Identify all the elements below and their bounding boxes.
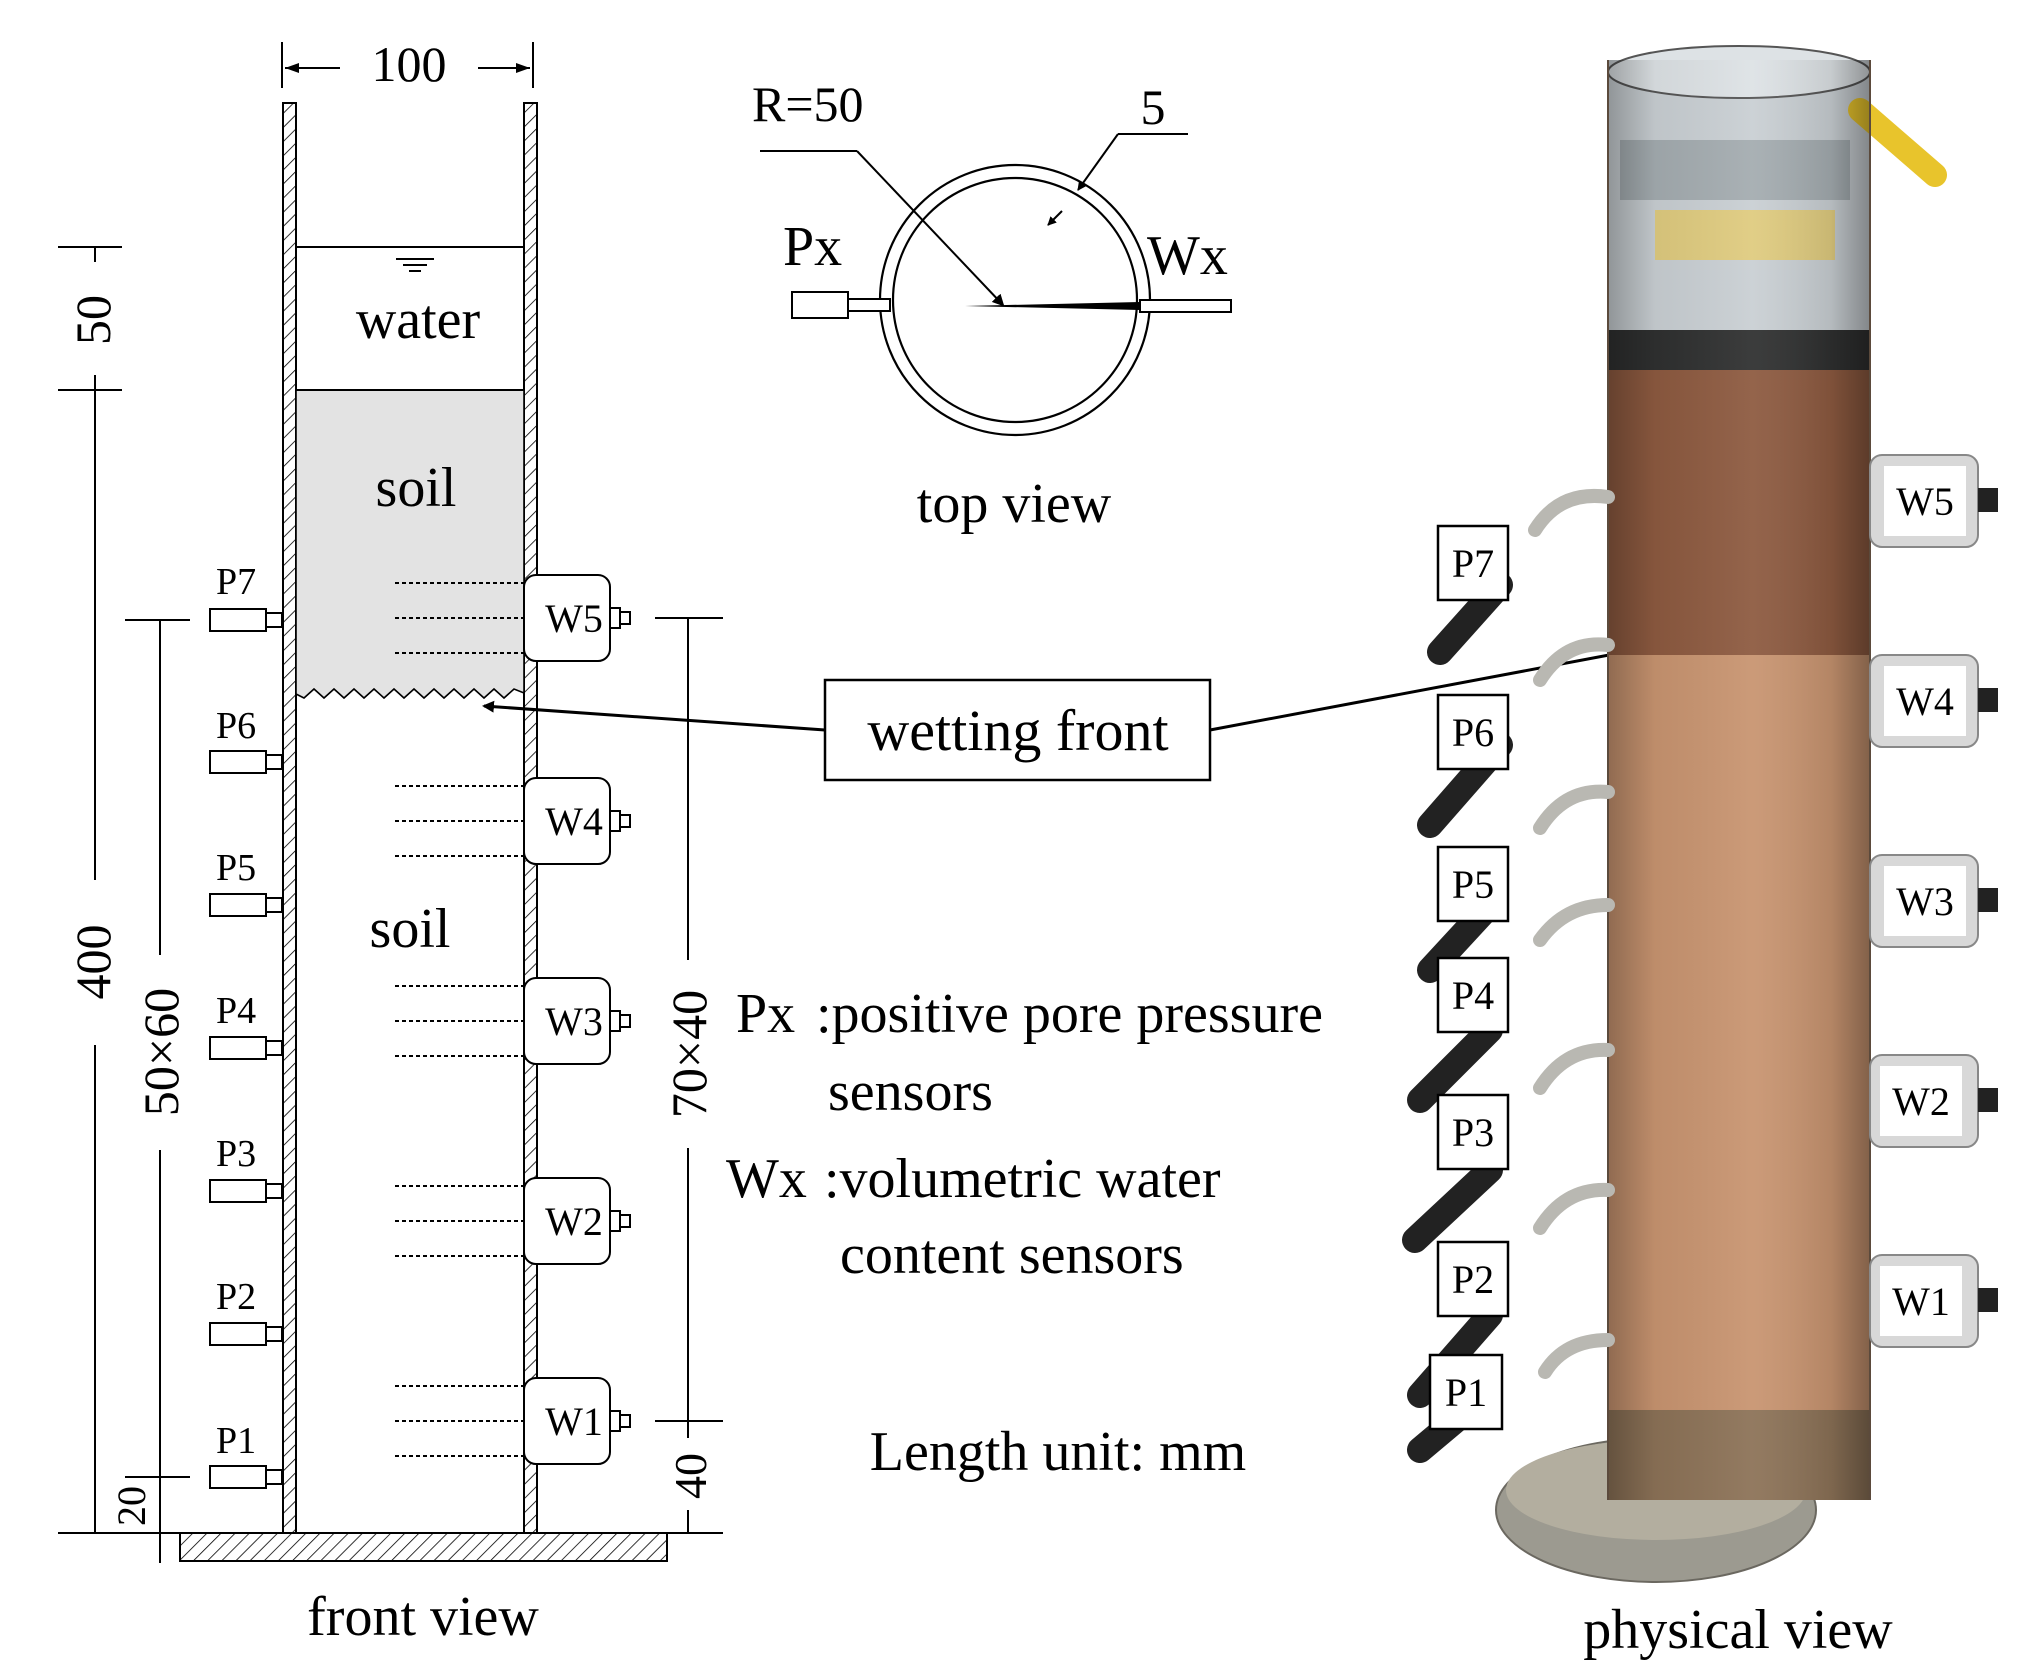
- legend-wx-line1: :volumetric water: [824, 1148, 1221, 1210]
- soil-lower-label: soil: [370, 898, 451, 960]
- p-sensor: P1: [209, 1420, 283, 1489]
- physical-view: P7 P6 P5 P4 P3 P2 P1 W5 W4 W3 W2 W1: [1402, 45, 1998, 1661]
- radius-label: R=50: [752, 76, 864, 132]
- p-sensor-label: P2: [216, 1276, 256, 1318]
- dim-w-bottom: 40: [665, 1453, 716, 1499]
- photo-p-label: P4: [1452, 973, 1494, 1018]
- p-sensor-label: P3: [216, 1133, 256, 1175]
- left-wall: [282, 102, 297, 1534]
- dim-w-spacing: 70×40: [661, 990, 717, 1118]
- top-view-caption: top view: [917, 473, 1112, 535]
- photo-p-label: P6: [1452, 710, 1494, 755]
- front-view: 100 water soil soil P7: [58, 36, 723, 1648]
- p-sensor-label: P1: [216, 1420, 256, 1462]
- photo-p-label: P7: [1452, 541, 1494, 586]
- width-dim-label: 100: [372, 36, 447, 92]
- inner-ring: [891, 176, 1139, 424]
- water-level-symbol: [396, 258, 434, 272]
- water-label: water: [356, 289, 481, 351]
- legend: Px :positive pore pressure sensors Wx :v…: [726, 983, 1323, 1483]
- p-sensor: P6: [209, 705, 283, 774]
- top-view: R=50 5 Px Wx top view: [752, 76, 1232, 535]
- p-sensor-label: P5: [216, 847, 256, 889]
- width-dimension: 100: [281, 36, 534, 92]
- dim-p-bottom: 20: [109, 1486, 154, 1526]
- w-sensors-front: W5 W4 W3: [395, 574, 631, 1465]
- photo-w-label: W4: [1896, 679, 1954, 724]
- base-plate: [179, 1532, 668, 1562]
- p-sensors-front: P7 P6 P5 P4 P3: [209, 561, 283, 1489]
- p-sensor: P2: [209, 1276, 283, 1346]
- w-sensor: W1: [395, 1377, 631, 1465]
- dim-p-spacing: 50×60: [133, 988, 189, 1116]
- photo-p-label: P1: [1445, 1370, 1487, 1415]
- w-sensor: W2: [395, 1177, 631, 1265]
- p-sensor: P7: [209, 561, 283, 632]
- soil-upper-label: soil: [376, 457, 457, 519]
- left-outer-dimension: 50 400: [58, 246, 122, 1533]
- w-sensor-label: W5: [545, 596, 603, 641]
- w-sensor-label: W4: [545, 799, 603, 844]
- w-spacing-dimension: 70×40 40: [655, 617, 723, 1533]
- photo-w-label: W1: [1892, 1279, 1950, 1324]
- wetting-front-callout: wetting front: [482, 647, 1627, 782]
- photo-p-labels: P7 P6 P5 P4 P3 P2 P1: [1428, 524, 1510, 1431]
- legend-wx-key: Wx: [726, 1148, 807, 1210]
- w-sensor: W3: [395, 977, 631, 1065]
- wetted-soil-region: [295, 389, 525, 700]
- photo-w-label: W2: [1892, 1079, 1950, 1124]
- p-sensor-label: P6: [216, 705, 256, 747]
- w-sensor-label: W3: [545, 999, 603, 1044]
- p-sensor: P3: [209, 1133, 283, 1203]
- outer-ring: [878, 163, 1152, 437]
- photo-w-labels: W5 W4 W3 W2 W1: [1880, 466, 1966, 1336]
- legend-px-line1: :positive pore pressure: [816, 983, 1323, 1045]
- w-sensor: W5: [395, 574, 631, 662]
- legend-px-line2: sensors: [828, 1061, 993, 1123]
- photo-p-label: P3: [1452, 1110, 1494, 1155]
- length-unit-note: Length unit: mm: [870, 1421, 1246, 1483]
- dim-total: 400: [65, 925, 121, 1000]
- w-sensor-label: W1: [545, 1399, 603, 1444]
- dim-water: 50: [65, 295, 121, 345]
- photo-p-label: P2: [1452, 1257, 1494, 1302]
- p-sensor-label: P7: [216, 561, 256, 603]
- p-sensor-label: P4: [216, 990, 256, 1032]
- photo-p-label: P5: [1452, 862, 1494, 907]
- p-spacing-dimension: 50×60 20: [109, 619, 190, 1563]
- p-sensor: P5: [209, 847, 283, 917]
- top-p-label: Px: [783, 216, 842, 278]
- w-sensor-label: W2: [545, 1199, 603, 1244]
- wetting-front-box: [823, 678, 1212, 782]
- legend-wx-line2: content sensors: [840, 1224, 1184, 1286]
- w-sensor: W4: [395, 777, 631, 865]
- p-sensor: P4: [209, 990, 283, 1060]
- legend-px-key: Px: [736, 983, 795, 1045]
- thickness-label: 5: [1141, 79, 1166, 135]
- front-view-caption: front view: [307, 1586, 539, 1648]
- photo-w-label: W5: [1896, 479, 1954, 524]
- top-w-label: Wx: [1147, 225, 1228, 287]
- photo-w-label: W3: [1896, 879, 1954, 924]
- physical-view-caption: physical view: [1583, 1599, 1893, 1661]
- wetting-front-label: wetting front: [867, 698, 1168, 763]
